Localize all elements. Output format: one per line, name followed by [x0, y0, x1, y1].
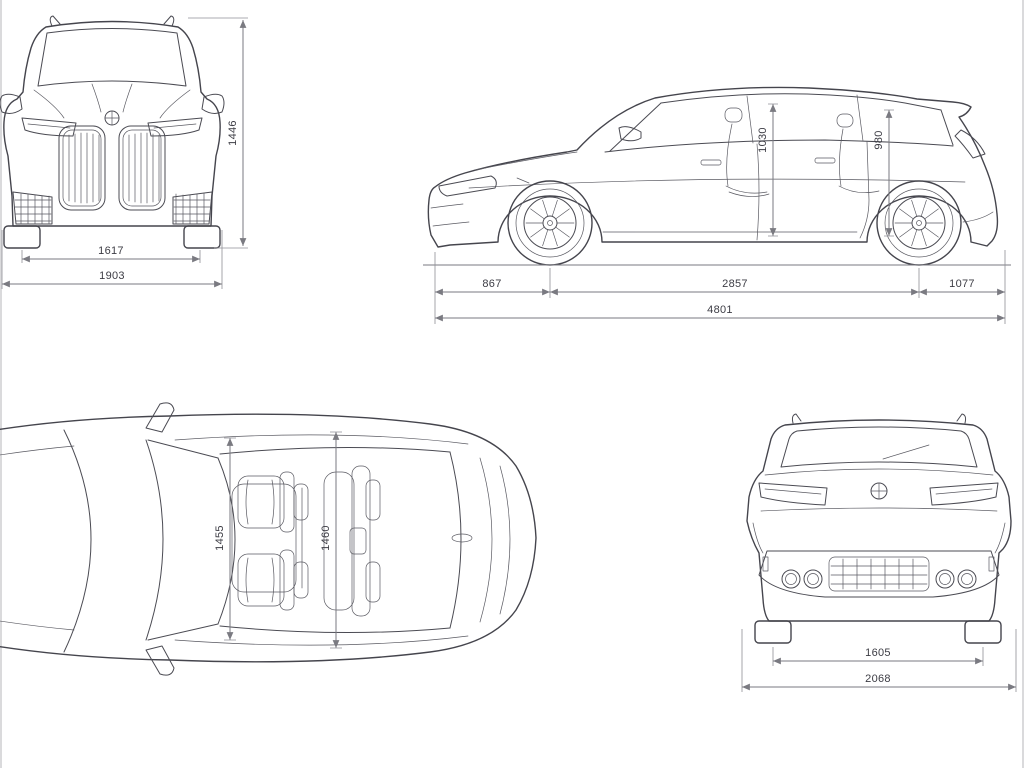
rear-window	[780, 426, 978, 468]
front-left-mirror	[0, 93, 23, 114]
rear-shoulder-line	[764, 468, 994, 476]
rear-roof-rails	[791, 413, 967, 424]
dim-wheelbase: 2857	[722, 278, 748, 290]
front-view: 1446 1617 1903	[0, 0, 252, 300]
front-view-svg: 1446 1617 1903	[0, 15, 248, 289]
front-grille-slats-right	[128, 132, 160, 204]
dim-overall-length: 4801	[707, 304, 733, 316]
left-edge-border	[0, 0, 2, 768]
dim-rear-track: 1605	[865, 647, 891, 659]
front-body-outline	[3, 20, 221, 227]
side-fender-gill	[516, 177, 530, 184]
dim-front-interior-height: 1030	[757, 127, 769, 153]
dim-overall-width-mirrors: 2068	[865, 673, 891, 685]
bmw-roundel-front	[104, 110, 120, 126]
side-greenhouse	[604, 93, 954, 153]
side-headlight	[438, 175, 497, 197]
rear-view-svg: 1605 2068	[741, 413, 1017, 692]
rear-body-outline	[746, 419, 1012, 622]
side-door-handles	[700, 157, 836, 166]
dim-rear-overhang: 1077	[949, 278, 975, 290]
top-view: 1455 1460	[0, 388, 548, 694]
dim-front-overhang: 867	[482, 278, 501, 290]
rear-dimensions: 1605 2068	[741, 629, 1017, 692]
dim-overall-height: 1446	[227, 120, 239, 146]
top-hood-cut	[63, 429, 92, 653]
front-kidney-grilles	[58, 125, 166, 211]
front-tires	[3, 225, 221, 249]
front-roof-rails	[49, 15, 175, 27]
dim-front-interior-width: 1455	[214, 525, 226, 551]
front-hood-creases	[33, 83, 191, 119]
side-view: 1030 980 867 2857 1077 4801	[405, 40, 1024, 330]
front-headlights	[21, 117, 203, 137]
rear-view: 1605 2068	[733, 403, 1024, 703]
rear-car-art	[746, 413, 1012, 644]
side-dimensions: 1030 980 867 2857 1077 4801	[434, 103, 1006, 324]
top-front-seats	[237, 471, 309, 611]
top-view-svg: 1455 1460	[0, 402, 537, 676]
side-hood-cut	[474, 151, 578, 171]
rear-wheel	[876, 180, 962, 266]
rear-exhausts	[781, 569, 977, 589]
side-rear-bumper-line	[962, 211, 994, 223]
top-car-art	[0, 402, 537, 676]
dim-rear-interior-width: 1460	[320, 525, 332, 551]
rear-taillights	[758, 482, 999, 506]
top-body-outline	[0, 413, 537, 663]
side-door-cuts	[756, 141, 870, 241]
front-wheel	[507, 180, 593, 266]
front-right-mirror	[201, 93, 225, 114]
side-seats	[724, 107, 880, 197]
dim-front-track: 1617	[98, 245, 124, 257]
side-car-art	[423, 86, 1011, 266]
rear-wiper	[882, 444, 930, 460]
side-character-line	[468, 178, 966, 189]
bmw-roundel-rear	[870, 482, 888, 500]
side-bumper-lines	[430, 203, 470, 227]
rear-tires	[754, 620, 1002, 644]
top-rear-bench	[323, 465, 381, 617]
side-taillight	[954, 129, 986, 159]
rear-diffuser	[758, 550, 1000, 598]
rear-bumper-top-line	[760, 507, 998, 512]
dim-rear-interior-height: 980	[873, 130, 885, 149]
side-mirror	[618, 126, 642, 142]
rear-fender-creases	[752, 522, 1006, 554]
front-windshield	[37, 28, 187, 87]
front-grille-slats-left	[68, 132, 100, 204]
front-side-intakes	[12, 191, 213, 225]
top-front-bumper-lines	[0, 445, 75, 631]
top-windshield	[145, 439, 236, 641]
dim-overall-width: 1903	[99, 270, 125, 282]
front-dimensions: 1446 1617 1903	[1, 17, 248, 289]
right-edge-border	[1022, 0, 1024, 768]
top-dimensions: 1455 1460	[214, 431, 342, 649]
top-mirrors	[145, 402, 175, 676]
front-car-art	[0, 15, 225, 249]
side-view-svg: 1030 980 867 2857 1077 4801	[423, 86, 1011, 324]
